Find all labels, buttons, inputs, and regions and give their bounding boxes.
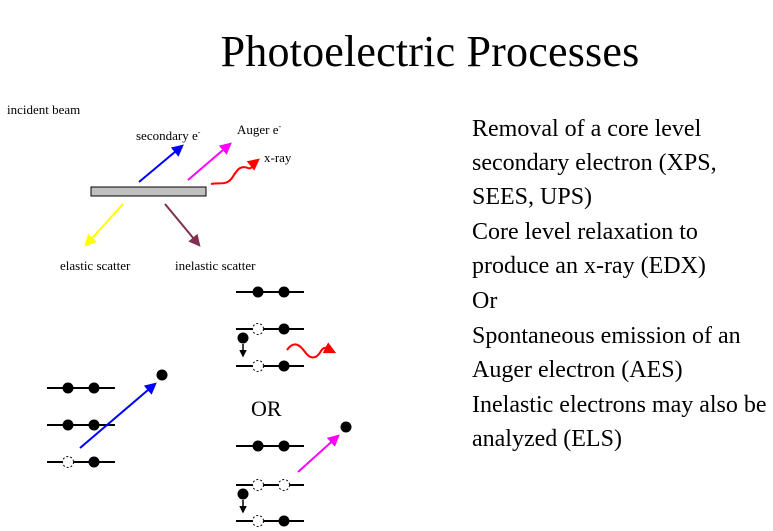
- bullet-item: Removal of a core level secondary electr…: [472, 116, 717, 210]
- auger-electron-arrow: [187, 142, 232, 181]
- inelastic-scatter-label: inelastic scatter: [175, 258, 256, 273]
- auger-emitted-arrow: [297, 434, 340, 473]
- slide-title: Photoelectric Processes: [220, 27, 640, 76]
- bullet-item: Core level relaxation to produce an x-ra…: [472, 219, 706, 279]
- auger-electron-label: Auger e-: [237, 122, 282, 137]
- xray-emission-levels: [236, 286, 337, 372]
- xray-wave-arrow: [210, 158, 260, 185]
- ejected-electron: [156, 369, 168, 381]
- sample-slab: [90, 186, 207, 197]
- bullet-item: Or: [472, 288, 498, 314]
- auger-emission-levels: [236, 421, 352, 527]
- elastic-scatter-label: elastic scatter: [60, 258, 131, 273]
- auger-electron: [340, 421, 352, 433]
- incident-beam-label: incident beam: [7, 102, 81, 117]
- photoemission-levels: [47, 369, 168, 468]
- bullet-list: Removal of a core level secondary electr…: [472, 112, 767, 457]
- secondary-electron-label: secondary e-: [136, 128, 201, 143]
- emitted-xray-arrow: [286, 342, 337, 359]
- bullet-item: Spontaneous emission of an Auger electro…: [472, 323, 741, 383]
- photoelectron-arrow: [79, 382, 157, 449]
- bullet-item: Inelastic electrons may also be analyzed…: [472, 392, 767, 452]
- secondary-electron-arrow: [138, 144, 184, 183]
- elastic-scatter-arrow: [84, 203, 124, 247]
- or-label: OR: [251, 396, 282, 421]
- xray-label: x-ray: [264, 150, 292, 165]
- inelastic-scatter-arrow: [164, 203, 201, 247]
